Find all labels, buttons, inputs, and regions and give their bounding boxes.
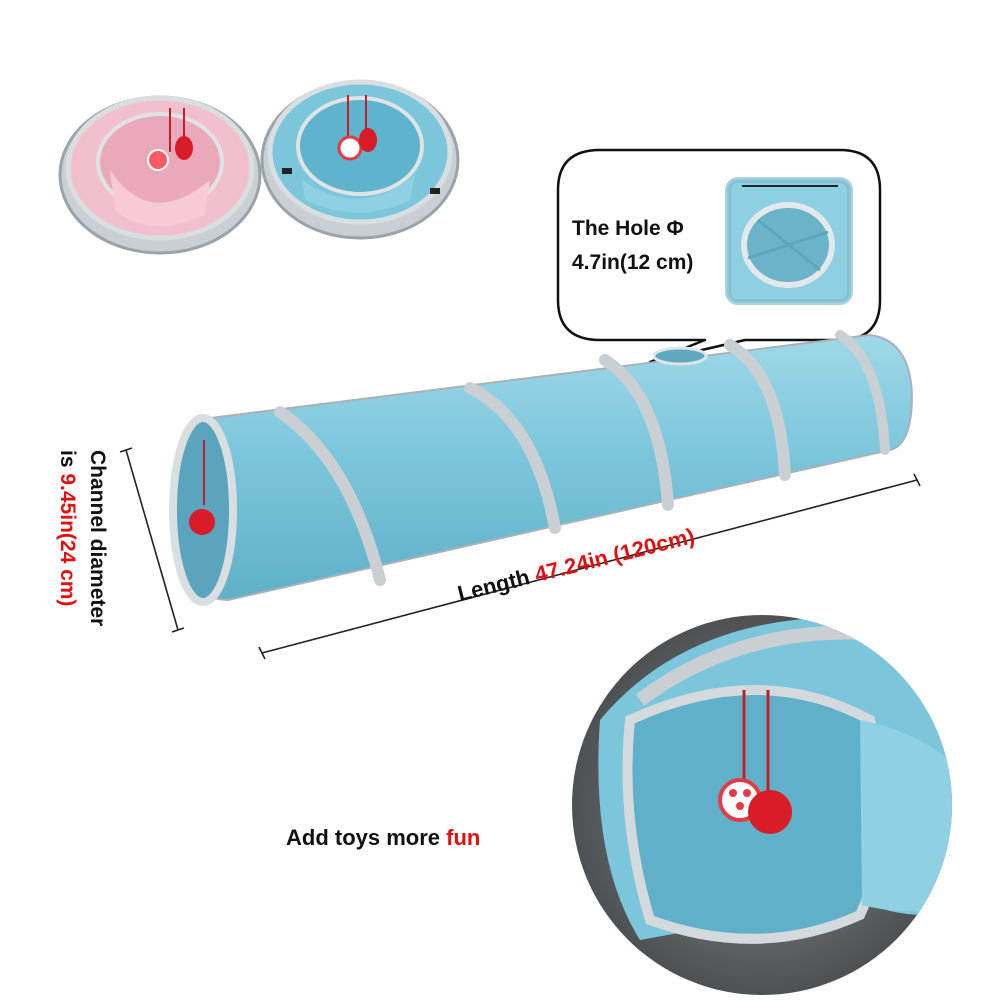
- channel-diameter-prefix: is: [56, 450, 79, 474]
- length-dimension-line: [258, 473, 921, 660]
- long-tunnel-photo: [169, 330, 914, 606]
- hole-label-title: The Hole Φ: [572, 217, 684, 240]
- toys-prefix: Add toys more: [286, 825, 447, 850]
- channel-diameter-value-line: is 9.45in(24 cm): [52, 450, 82, 626]
- toys-accent: fun: [446, 825, 481, 850]
- channel-diameter-label: Channel diameter is 9.45in(24 cm): [52, 450, 112, 626]
- hole-label: The Hole Φ 4.7in(12 cm): [572, 212, 693, 280]
- tunnel-closeup-photo: [572, 615, 952, 995]
- folded-tunnels-photo: [58, 79, 460, 255]
- hole-label-size: 4.7in(12 cm): [572, 251, 694, 274]
- channel-diameter-value: 9.45in(24 cm): [56, 473, 79, 607]
- channel-diameter-title: Channel diameter: [86, 450, 109, 627]
- hole-callout-bubble: [556, 148, 882, 364]
- toys-label: Add toys more fun: [286, 825, 480, 851]
- channel-dimension-line: [119, 447, 185, 633]
